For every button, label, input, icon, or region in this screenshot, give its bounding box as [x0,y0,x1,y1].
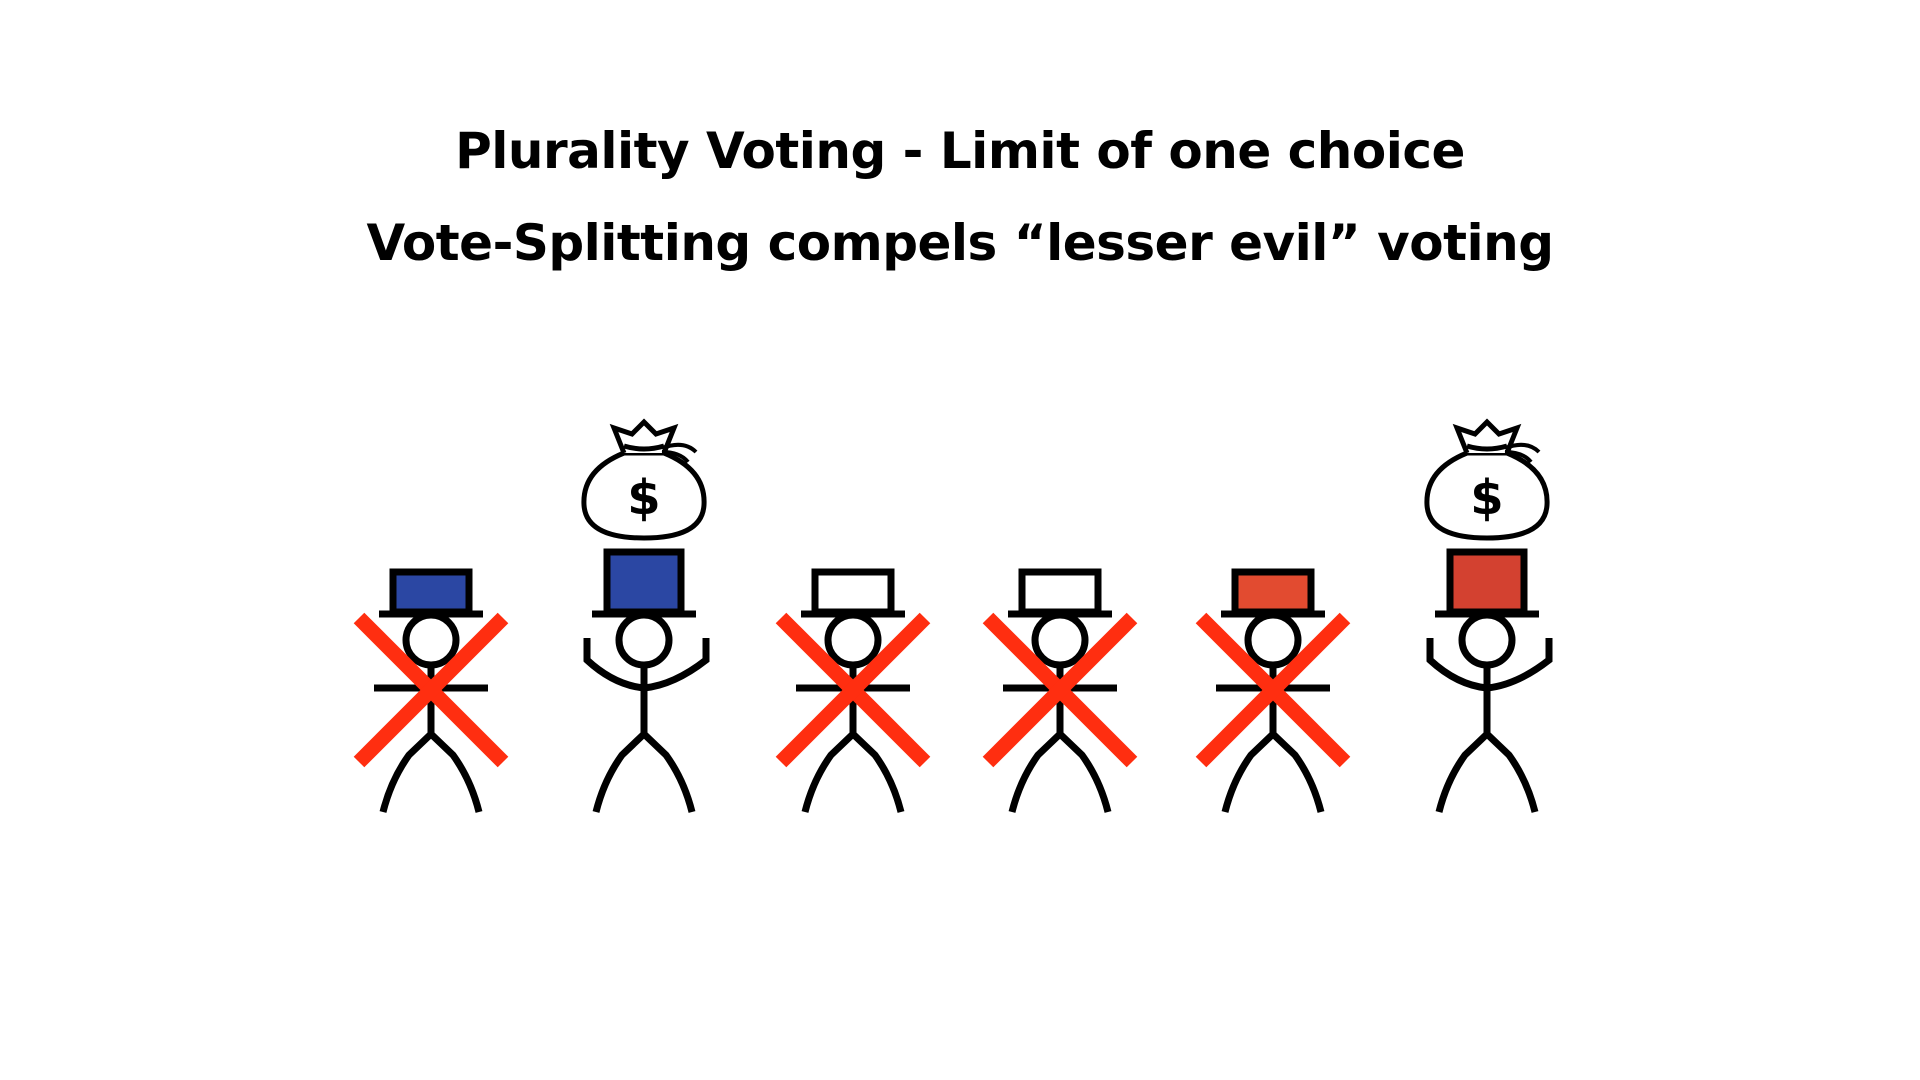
head-icon [1031,611,1089,669]
head-icon [402,611,460,669]
figure-red-candidate [1195,568,1351,813]
red-x-icon [982,612,1138,768]
raised-arms [1426,638,1553,692]
dollar-sign: $ [627,470,660,526]
slide-subtitle: Vote-Splitting compels “lesser evil” vot… [366,214,1554,272]
right-leg [641,731,696,813]
red-x-icon [775,612,931,768]
left-leg [1008,731,1063,813]
red-top-hat-icon [1446,548,1528,616]
right-leg [1057,731,1112,813]
raised-arms [583,638,710,692]
dollar-sign: $ [1470,470,1503,526]
head-icon [615,611,673,669]
right-leg [1484,731,1539,813]
right-leg [428,731,483,813]
right-leg [850,731,905,813]
left-leg [1221,731,1276,813]
red-top-hat-icon [1231,568,1315,616]
right-leg [1270,731,1325,813]
figure-independent-candidate-1 [775,568,931,813]
red-x-icon [353,612,509,768]
left-leg [592,731,647,813]
figure-red-funded-candidate: $ [1424,418,1553,813]
left-leg [379,731,434,813]
slide-title: Plurality Voting - Limit of one choice [455,122,1465,180]
head-icon [1458,611,1516,669]
money-bag-icon: $ [1424,418,1550,541]
white-top-hat-icon [811,568,895,616]
left-leg [1435,731,1490,813]
figure-blue-candidate [353,568,509,813]
red-x-icon [1195,612,1351,768]
figure-blue-funded-candidate: $ [581,418,710,813]
left-leg [801,731,856,813]
head-icon [1244,611,1302,669]
money-bag-icon: $ [581,418,707,541]
blue-top-hat-icon [389,568,473,616]
blue-top-hat-icon [603,548,685,616]
white-top-hat-icon [1018,568,1102,616]
figure-independent-candidate-2 [982,568,1138,813]
head-icon [824,611,882,669]
